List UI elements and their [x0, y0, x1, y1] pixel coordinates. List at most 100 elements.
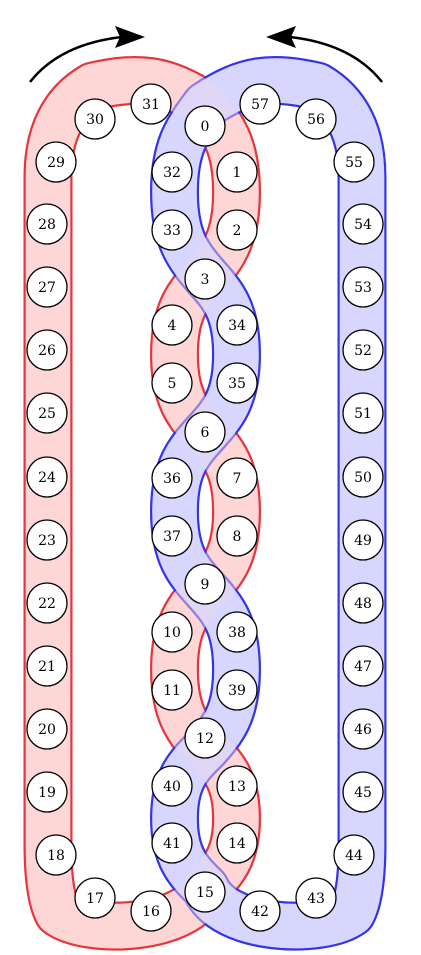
node-label: 39: [228, 683, 246, 699]
node-label: 19: [38, 785, 56, 801]
blue-loop-band-edge: [150, 55, 387, 951]
node-54: 54: [342, 203, 384, 245]
node-label: 29: [47, 155, 65, 171]
node-47: 47: [342, 645, 384, 687]
node-label: 1: [233, 165, 242, 181]
node-14: 14: [216, 822, 258, 864]
node-label: 37: [163, 529, 181, 545]
node-label: 36: [163, 471, 181, 487]
node-label: 13: [228, 779, 246, 795]
node-label: 24: [38, 470, 56, 486]
node-9: 9: [184, 563, 226, 605]
node-label: 12: [196, 731, 214, 747]
node-label: 35: [228, 376, 246, 392]
node-43: 43: [295, 877, 337, 919]
node-label: 45: [354, 785, 372, 801]
node-44: 44: [333, 834, 375, 876]
red-loop-band-overlay: [25, 58, 259, 949]
node-33: 33: [151, 209, 193, 251]
node-5: 5: [151, 362, 193, 404]
blue-loop-band-overlay: [152, 58, 385, 949]
node-53: 53: [342, 266, 384, 308]
node-label: 47: [354, 659, 372, 675]
node-label: 17: [86, 891, 104, 907]
node-label: 32: [163, 165, 181, 181]
node-39: 39: [216, 669, 258, 711]
node-36: 36: [151, 457, 193, 499]
node-label: 18: [47, 848, 65, 864]
rotate-arrow-right-icon: [266, 26, 383, 83]
node-30: 30: [74, 98, 116, 140]
node-label: 9: [201, 577, 210, 593]
node-label: 14: [228, 836, 246, 852]
node-4: 4: [151, 304, 193, 346]
node-label: 31: [142, 97, 160, 113]
node-52: 52: [342, 329, 384, 371]
node-label: 44: [345, 848, 363, 864]
node-22: 22: [26, 582, 68, 624]
red-loop-band-body: [25, 58, 259, 949]
blue-loop-band-body: [152, 58, 385, 949]
node-34: 34: [216, 304, 258, 346]
node-label: 0: [201, 119, 210, 135]
node-label: 34: [228, 318, 246, 334]
node-label: 21: [38, 659, 56, 675]
node-10: 10: [151, 611, 193, 653]
node-label: 53: [354, 280, 372, 296]
node-label: 52: [354, 343, 372, 359]
node-3: 3: [184, 258, 226, 300]
node-label: 26: [38, 343, 56, 359]
node-23: 23: [26, 519, 68, 561]
rotation-arrows: [29, 26, 383, 83]
numbered-nodes: 0123456789101112131415161718192021222324…: [26, 83, 384, 932]
node-2: 2: [216, 209, 258, 251]
node-29: 29: [35, 141, 77, 183]
node-20: 20: [26, 708, 68, 750]
blue-loop-band: [151, 57, 385, 950]
node-35: 35: [216, 362, 258, 404]
node-45: 45: [342, 771, 384, 813]
node-15: 15: [184, 871, 226, 913]
red-loop-band: [25, 57, 260, 950]
node-label: 15: [196, 885, 214, 901]
node-label: 3: [201, 272, 210, 288]
node-21: 21: [26, 645, 68, 687]
node-label: 30: [86, 112, 104, 128]
node-label: 38: [228, 625, 246, 641]
node-label: 20: [38, 722, 56, 738]
node-32: 32: [151, 151, 193, 193]
node-label: 48: [354, 596, 372, 612]
node-13: 13: [216, 765, 258, 807]
node-18: 18: [35, 834, 77, 876]
node-label: 43: [307, 891, 325, 907]
node-26: 26: [26, 329, 68, 371]
node-label: 8: [233, 529, 242, 545]
node-label: 51: [354, 406, 372, 422]
node-label: 4: [168, 318, 177, 334]
node-label: 56: [307, 112, 325, 128]
node-label: 2: [233, 223, 242, 239]
node-28: 28: [26, 203, 68, 245]
red-loop-band-edge: [23, 55, 261, 951]
node-label: 55: [345, 155, 363, 171]
node-31: 31: [130, 83, 172, 125]
node-55: 55: [333, 141, 375, 183]
node-label: 27: [38, 280, 56, 296]
node-57: 57: [239, 83, 281, 125]
node-1: 1: [216, 151, 258, 193]
node-label: 49: [354, 533, 372, 549]
node-41: 41: [151, 822, 193, 864]
node-51: 51: [342, 392, 384, 434]
node-42: 42: [239, 890, 281, 932]
node-label: 28: [38, 217, 56, 233]
node-25: 25: [26, 392, 68, 434]
node-label: 5: [168, 376, 177, 392]
node-label: 57: [251, 97, 269, 113]
node-label: 25: [38, 406, 56, 422]
node-11: 11: [151, 669, 193, 711]
node-label: 6: [201, 425, 210, 441]
node-label: 16: [142, 904, 160, 920]
node-0: 0: [184, 105, 226, 147]
node-label: 40: [163, 779, 181, 795]
